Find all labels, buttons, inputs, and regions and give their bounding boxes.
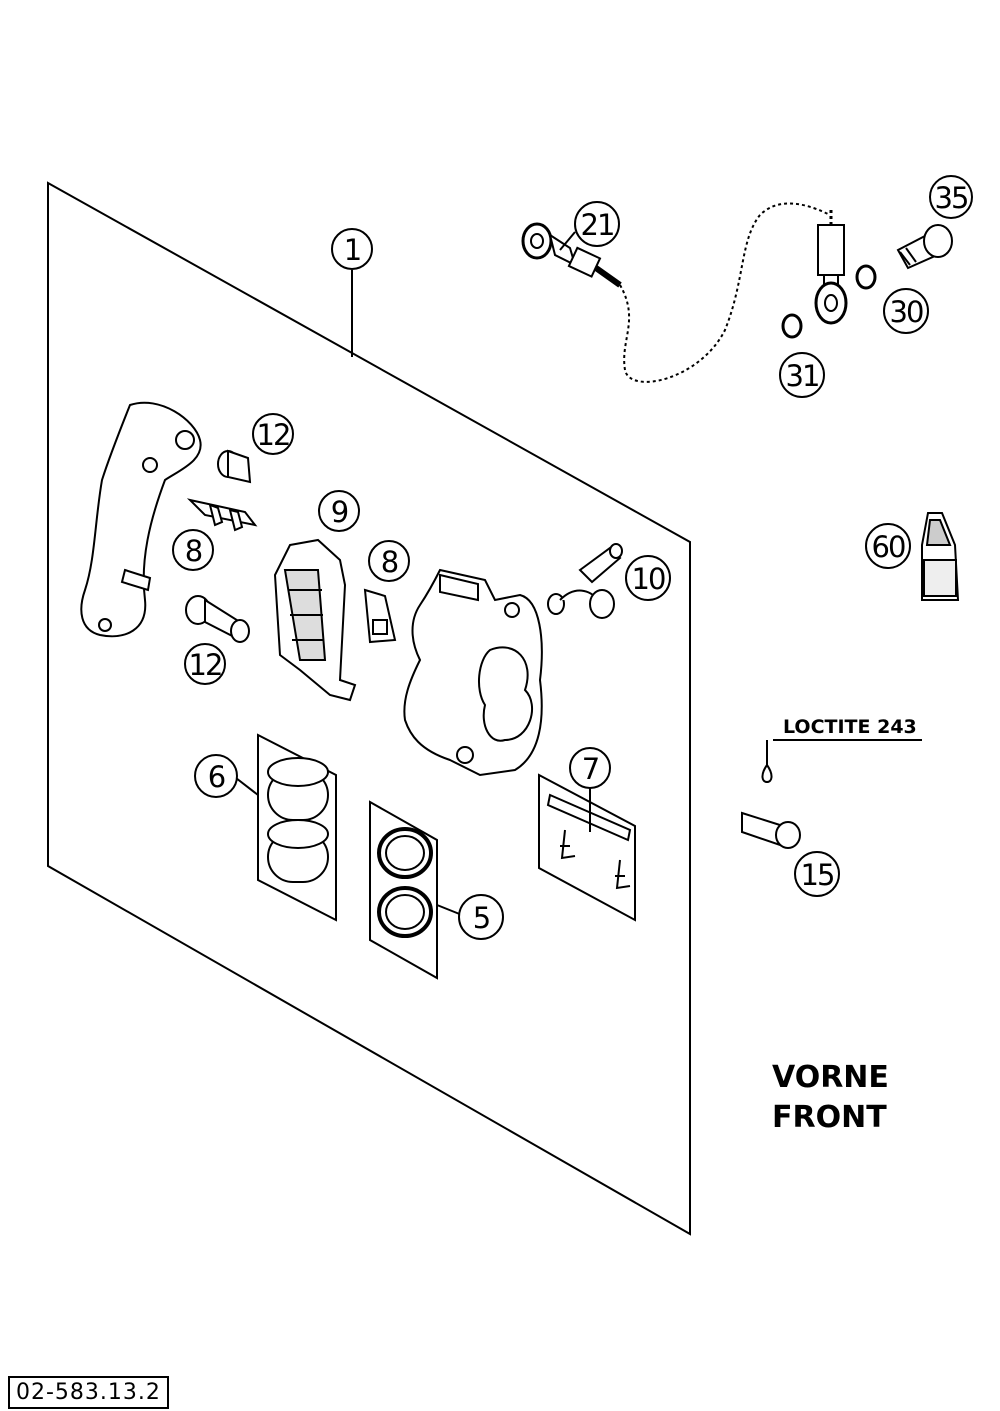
- callout-number: 15: [801, 858, 834, 892]
- callout-number: 12: [257, 418, 290, 452]
- callout-number: 8: [185, 534, 202, 568]
- callout-number: 35: [935, 181, 968, 215]
- callout-60: 60: [865, 523, 911, 569]
- leader-lines: [235, 231, 591, 916]
- callout-5: 5: [458, 894, 504, 940]
- callout-number: 21: [581, 208, 614, 242]
- banjo-bolt: [896, 224, 953, 270]
- callout-circle: [794, 851, 840, 897]
- bleeder-valve: [547, 543, 623, 619]
- front-label-en: FRONT: [772, 1100, 887, 1135]
- guide-bushing-top: [217, 449, 252, 484]
- callout-circle: [331, 228, 373, 270]
- callout-circle: [184, 643, 226, 685]
- front-label-de: VORNE: [772, 1060, 889, 1095]
- caliper-bolt: [741, 739, 922, 849]
- brake-hose: [521, 202, 848, 383]
- callout-7: 7: [569, 747, 611, 789]
- callout-35: 35: [929, 175, 973, 219]
- brake-pad: [273, 538, 357, 702]
- callout-number: 30: [890, 295, 923, 329]
- piston-set: [257, 733, 337, 922]
- callout-circle: [865, 523, 911, 569]
- callout-circle: [929, 175, 973, 219]
- callout-number: 60: [872, 530, 905, 564]
- callout-12: 12: [252, 413, 294, 455]
- loctite-label: LOCTITE 243: [783, 716, 917, 738]
- callout-1: 1: [331, 228, 373, 270]
- guide-pin-bottom: [185, 595, 250, 643]
- callout-circle: [318, 490, 360, 532]
- callout-15: 15: [794, 851, 840, 897]
- callout-circle: [574, 201, 620, 247]
- callout-circle: [194, 754, 238, 798]
- caliper-bracket: [80, 401, 202, 638]
- callout-number: 1: [344, 233, 360, 267]
- callout-circle: [172, 529, 214, 571]
- callout-number: 5: [473, 901, 489, 935]
- callout-8: 8: [368, 540, 410, 582]
- callout-circle: [779, 352, 825, 398]
- callout-number: 7: [582, 752, 598, 786]
- callout-number: 8: [381, 545, 398, 579]
- pad-pin-set: [538, 773, 636, 922]
- callout-9: 9: [318, 490, 360, 532]
- loctite-bottle: [921, 512, 960, 601]
- caliper-housing: [403, 568, 543, 777]
- washer-30: [855, 264, 877, 290]
- callout-circle: [458, 894, 504, 940]
- pad-spring-right: [363, 588, 397, 644]
- callout-circle: [252, 413, 294, 455]
- callout-circle: [368, 540, 410, 582]
- callout-number: 6: [208, 760, 225, 794]
- callout-number: 9: [331, 495, 348, 529]
- callout-circle: [625, 555, 671, 601]
- washer-31: [781, 313, 803, 339]
- kit-outline-panel: [47, 181, 691, 1236]
- callout-12: 12: [184, 643, 226, 685]
- callout-circle: [883, 288, 929, 334]
- callout-6: 6: [194, 754, 238, 798]
- pad-spring-left: [186, 498, 258, 532]
- diagram-code: 02-583.13.2: [8, 1376, 169, 1409]
- callout-21: 21: [574, 201, 620, 247]
- callout-8: 8: [172, 529, 214, 571]
- callout-10: 10: [625, 555, 671, 601]
- callout-30: 30: [883, 288, 929, 334]
- callout-number: 31: [786, 359, 819, 393]
- callout-number: 10: [632, 562, 665, 596]
- callout-31: 31: [779, 352, 825, 398]
- callout-number: 12: [189, 648, 222, 682]
- seal-set: [369, 800, 438, 980]
- callout-circle: [569, 747, 611, 789]
